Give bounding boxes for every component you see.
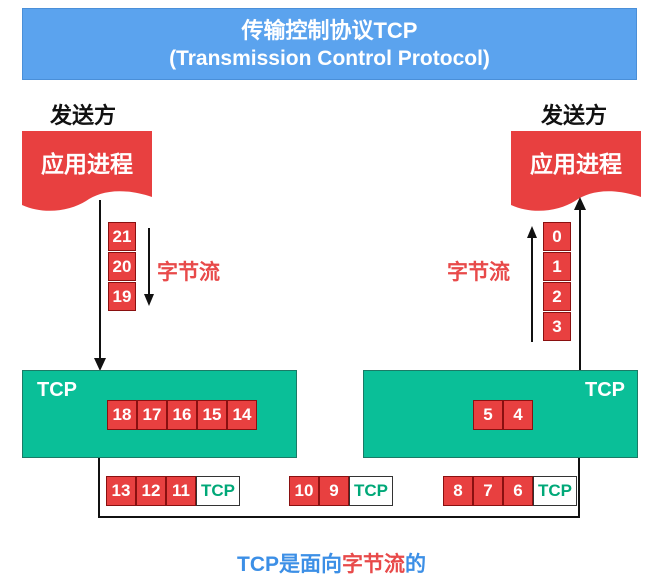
segment-byte: 13: [106, 476, 136, 506]
receiver-stream-byte: 1: [543, 252, 571, 281]
wire-bottom: [98, 516, 580, 518]
tcp-segment: 8 7 6 TCP: [443, 476, 577, 506]
caption-part2: 的: [405, 553, 426, 576]
segment-byte: 11: [166, 476, 196, 506]
tcp-segment: 10 9 TCP: [289, 476, 393, 506]
sender-process-shape: [22, 131, 152, 211]
receiver-tcp-buffer: 5 4: [473, 400, 533, 430]
receiver-buffer-byte: 5: [473, 400, 503, 430]
caption: TCP是面向字节流的: [0, 548, 663, 578]
segment-header: TCP: [349, 476, 393, 506]
sender-tcp-box: TCP 18 17 16 15 14: [22, 370, 297, 458]
sender-label: 发送方: [50, 103, 117, 128]
wire-right: [578, 458, 580, 518]
receiver-stream-byte: 3: [543, 312, 571, 341]
segment-byte: 12: [136, 476, 166, 506]
receiver-tcp-label: TCP: [585, 379, 625, 401]
segment-byte: 6: [503, 476, 533, 506]
segment-byte: 7: [473, 476, 503, 506]
receiver-process-shape: [511, 131, 641, 211]
sender-stream-arrow: [144, 228, 154, 306]
receiver-stream: 0 1 2 3: [543, 222, 573, 342]
sender-stream: 21 20 19: [108, 222, 138, 312]
sender-down-arrow: [94, 200, 106, 371]
sender-tcp-buffer: 18 17 16 15 14: [107, 400, 257, 430]
sender-stream-byte: 20: [108, 252, 136, 281]
receiver-tcp-box: TCP 5 4: [363, 370, 638, 458]
segment-header: TCP: [533, 476, 577, 506]
sender-buffer-byte: 17: [137, 400, 167, 430]
sender-buffer-byte: 18: [107, 400, 137, 430]
receiver-stream-arrow: [527, 226, 537, 342]
sender-process-label: 应用进程: [41, 151, 133, 177]
sender-buffer-byte: 14: [227, 400, 257, 430]
tcp-segment: 13 12 11 TCP: [106, 476, 240, 506]
title-english: (Transmission Control Protocol): [169, 47, 490, 70]
receiver-up-arrow: [574, 197, 586, 372]
receiver-buffer-byte: 4: [503, 400, 533, 430]
sender-stream-byte: 21: [108, 222, 136, 251]
receiver-label: 发送方: [541, 103, 608, 128]
sender-buffer-byte: 16: [167, 400, 197, 430]
wire-left: [98, 458, 100, 518]
receiver-stream-label: 字节流: [447, 261, 510, 284]
receiver-stream-byte: 2: [543, 282, 571, 311]
title-chinese: 传输控制协议TCP: [241, 18, 418, 43]
sender-stream-label: 字节流: [157, 261, 220, 284]
segment-header: TCP: [196, 476, 240, 506]
sender-buffer-byte: 15: [197, 400, 227, 430]
caption-highlight: 字节流: [342, 553, 405, 576]
sender-tcp-label: TCP: [37, 379, 77, 401]
segment-byte: 10: [289, 476, 319, 506]
receiver-process-label: 应用进程: [530, 151, 622, 177]
receiver-stream-byte: 0: [543, 222, 571, 251]
sender-stream-byte: 19: [108, 282, 136, 311]
title-banner: 传输控制协议TCP (Transmission Control Protocol…: [22, 8, 637, 80]
caption-part1: TCP是面向: [237, 553, 342, 576]
segment-byte: 8: [443, 476, 473, 506]
segment-byte: 9: [319, 476, 349, 506]
